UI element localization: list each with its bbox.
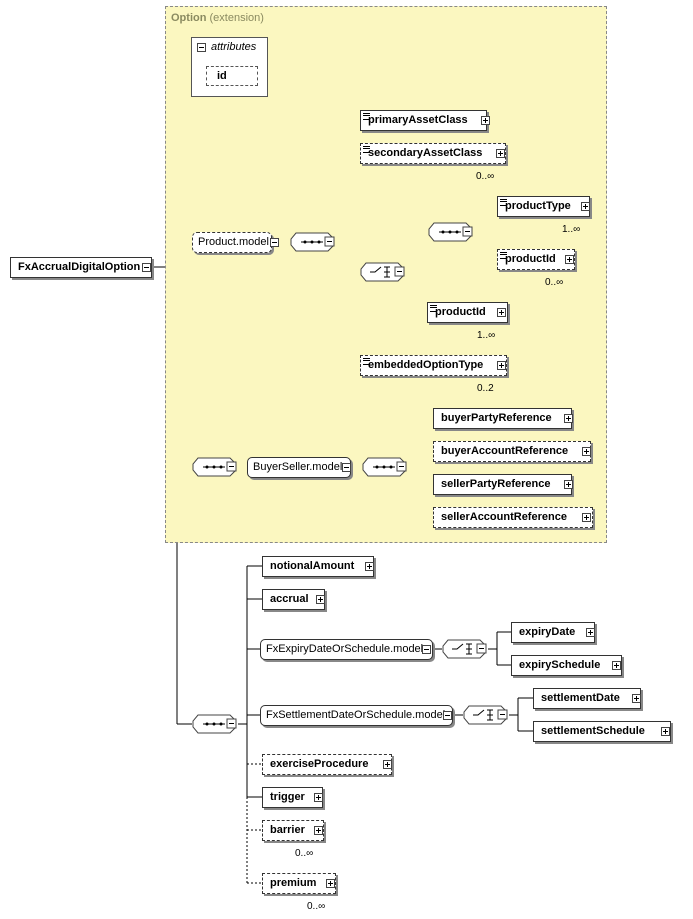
cardinality-productid-optional: 0..∞ — [545, 277, 564, 288]
collapse-product-model-icon[interactable] — [270, 238, 279, 247]
expand-expirydate-icon[interactable] — [586, 628, 595, 637]
element-accrual[interactable]: accrual — [262, 589, 325, 610]
expand-productid-optional-icon[interactable] — [565, 255, 574, 264]
element-settlementdate[interactable]: settlementDate — [533, 688, 641, 709]
expand-buyerpartyreference-icon[interactable] — [564, 414, 573, 423]
element-premium[interactable]: premium — [262, 873, 336, 894]
element-producttype[interactable]: productType — [497, 196, 590, 217]
element-productid-optional[interactable]: productId — [497, 249, 575, 270]
expand-expiryschedule-icon[interactable] — [612, 661, 621, 670]
sequence-compositor-main[interactable] — [192, 714, 239, 734]
element-primaryassetclass[interactable]: primaryAssetClass — [360, 110, 487, 131]
choice-compositor-expiry[interactable] — [442, 639, 489, 659]
element-buyerpartyreference[interactable]: buyerPartyReference — [433, 408, 572, 429]
expand-sellerpartyreference-icon[interactable] — [564, 480, 573, 489]
element-settlementschedule[interactable]: settlementSchedule — [533, 721, 671, 742]
expand-settlementschedule-icon[interactable] — [661, 727, 670, 736]
element-barrier[interactable]: barrier — [262, 820, 324, 841]
sequence-compositor-product[interactable] — [290, 232, 337, 252]
expand-buyeraccountreference-icon[interactable] — [582, 447, 591, 456]
sequence-compositor-buyerseller-inner[interactable] — [362, 457, 409, 477]
expand-notionalamount-icon[interactable] — [365, 562, 374, 571]
expand-settlementdate-icon[interactable] — [632, 694, 641, 703]
cardinality-productid: 1..∞ — [477, 330, 496, 341]
choice-compositor-settlement[interactable] — [463, 705, 510, 725]
expand-producttype-icon[interactable] — [581, 202, 590, 211]
element-expirydate[interactable]: expiryDate — [511, 622, 595, 643]
collapse-buyerseller-model-icon[interactable] — [342, 463, 351, 472]
attribute-id[interactable]: id — [206, 66, 258, 86]
cardinality-secondaryassetclass: 0..∞ — [476, 171, 495, 182]
element-secondaryassetclass[interactable]: secondaryAssetClass — [360, 143, 506, 164]
collapse-root-icon[interactable] — [142, 263, 151, 272]
cardinality-producttype: 1..∞ — [562, 224, 581, 235]
expand-accrual-icon[interactable] — [316, 595, 325, 604]
sequence-compositor-buyerseller-outer[interactable] — [192, 457, 239, 477]
expand-secondaryassetclass-icon[interactable] — [496, 149, 505, 158]
sequence-compositor-producttype[interactable] — [428, 222, 475, 242]
element-sellerpartyreference[interactable]: sellerPartyReference — [433, 474, 572, 495]
element-notionalamount[interactable]: notionalAmount — [262, 556, 374, 577]
group-fxsettlementdateorschedule-model[interactable]: FxSettlementDateOrSchedule.model — [260, 705, 453, 726]
collapse-expiry-model-icon[interactable] — [422, 645, 431, 654]
expand-embeddedoptiontype-icon[interactable] — [497, 361, 506, 370]
element-productid[interactable]: productId — [427, 302, 508, 323]
element-buyeraccountreference[interactable]: buyerAccountReference — [433, 441, 591, 462]
expand-exerciseprocedure-icon[interactable] — [383, 760, 392, 769]
root-element-fxaccrualdigitaloption[interactable]: FxAccrualDigitalOption — [10, 257, 152, 278]
element-embeddedoptiontype[interactable]: embeddedOptionType — [360, 355, 507, 376]
collapse-settlement-model-icon[interactable] — [443, 711, 452, 720]
expand-selleraccountreference-icon[interactable] — [582, 513, 591, 522]
element-exerciseprocedure[interactable]: exerciseProcedure — [262, 754, 392, 775]
group-product-model[interactable]: Product.model — [192, 232, 272, 253]
group-fxexpirydateorschedule-model[interactable]: FxExpiryDateOrSchedule.model — [260, 639, 433, 660]
attributes-label: attributes — [211, 41, 257, 53]
collapse-attributes-icon[interactable] — [197, 43, 206, 52]
expand-barrier-icon[interactable] — [314, 826, 323, 835]
element-expiryschedule[interactable]: expirySchedule — [511, 655, 622, 676]
expand-productid-icon[interactable] — [497, 308, 506, 317]
expand-premium-icon[interactable] — [326, 879, 335, 888]
choice-compositor-product[interactable] — [360, 262, 407, 282]
option-title: Option (extension) — [171, 12, 264, 24]
cardinality-barrier: 0..∞ — [295, 848, 314, 859]
expand-trigger-icon[interactable] — [314, 793, 323, 802]
cardinality-embeddedoptiontype: 0..2 — [477, 383, 494, 394]
group-buyerseller-model[interactable]: BuyerSeller.model — [247, 457, 351, 478]
expand-primaryassetclass-icon[interactable] — [481, 116, 490, 125]
cardinality-premium: 0..∞ — [307, 901, 326, 912]
element-selleraccountreference[interactable]: sellerAccountReference — [433, 507, 593, 528]
